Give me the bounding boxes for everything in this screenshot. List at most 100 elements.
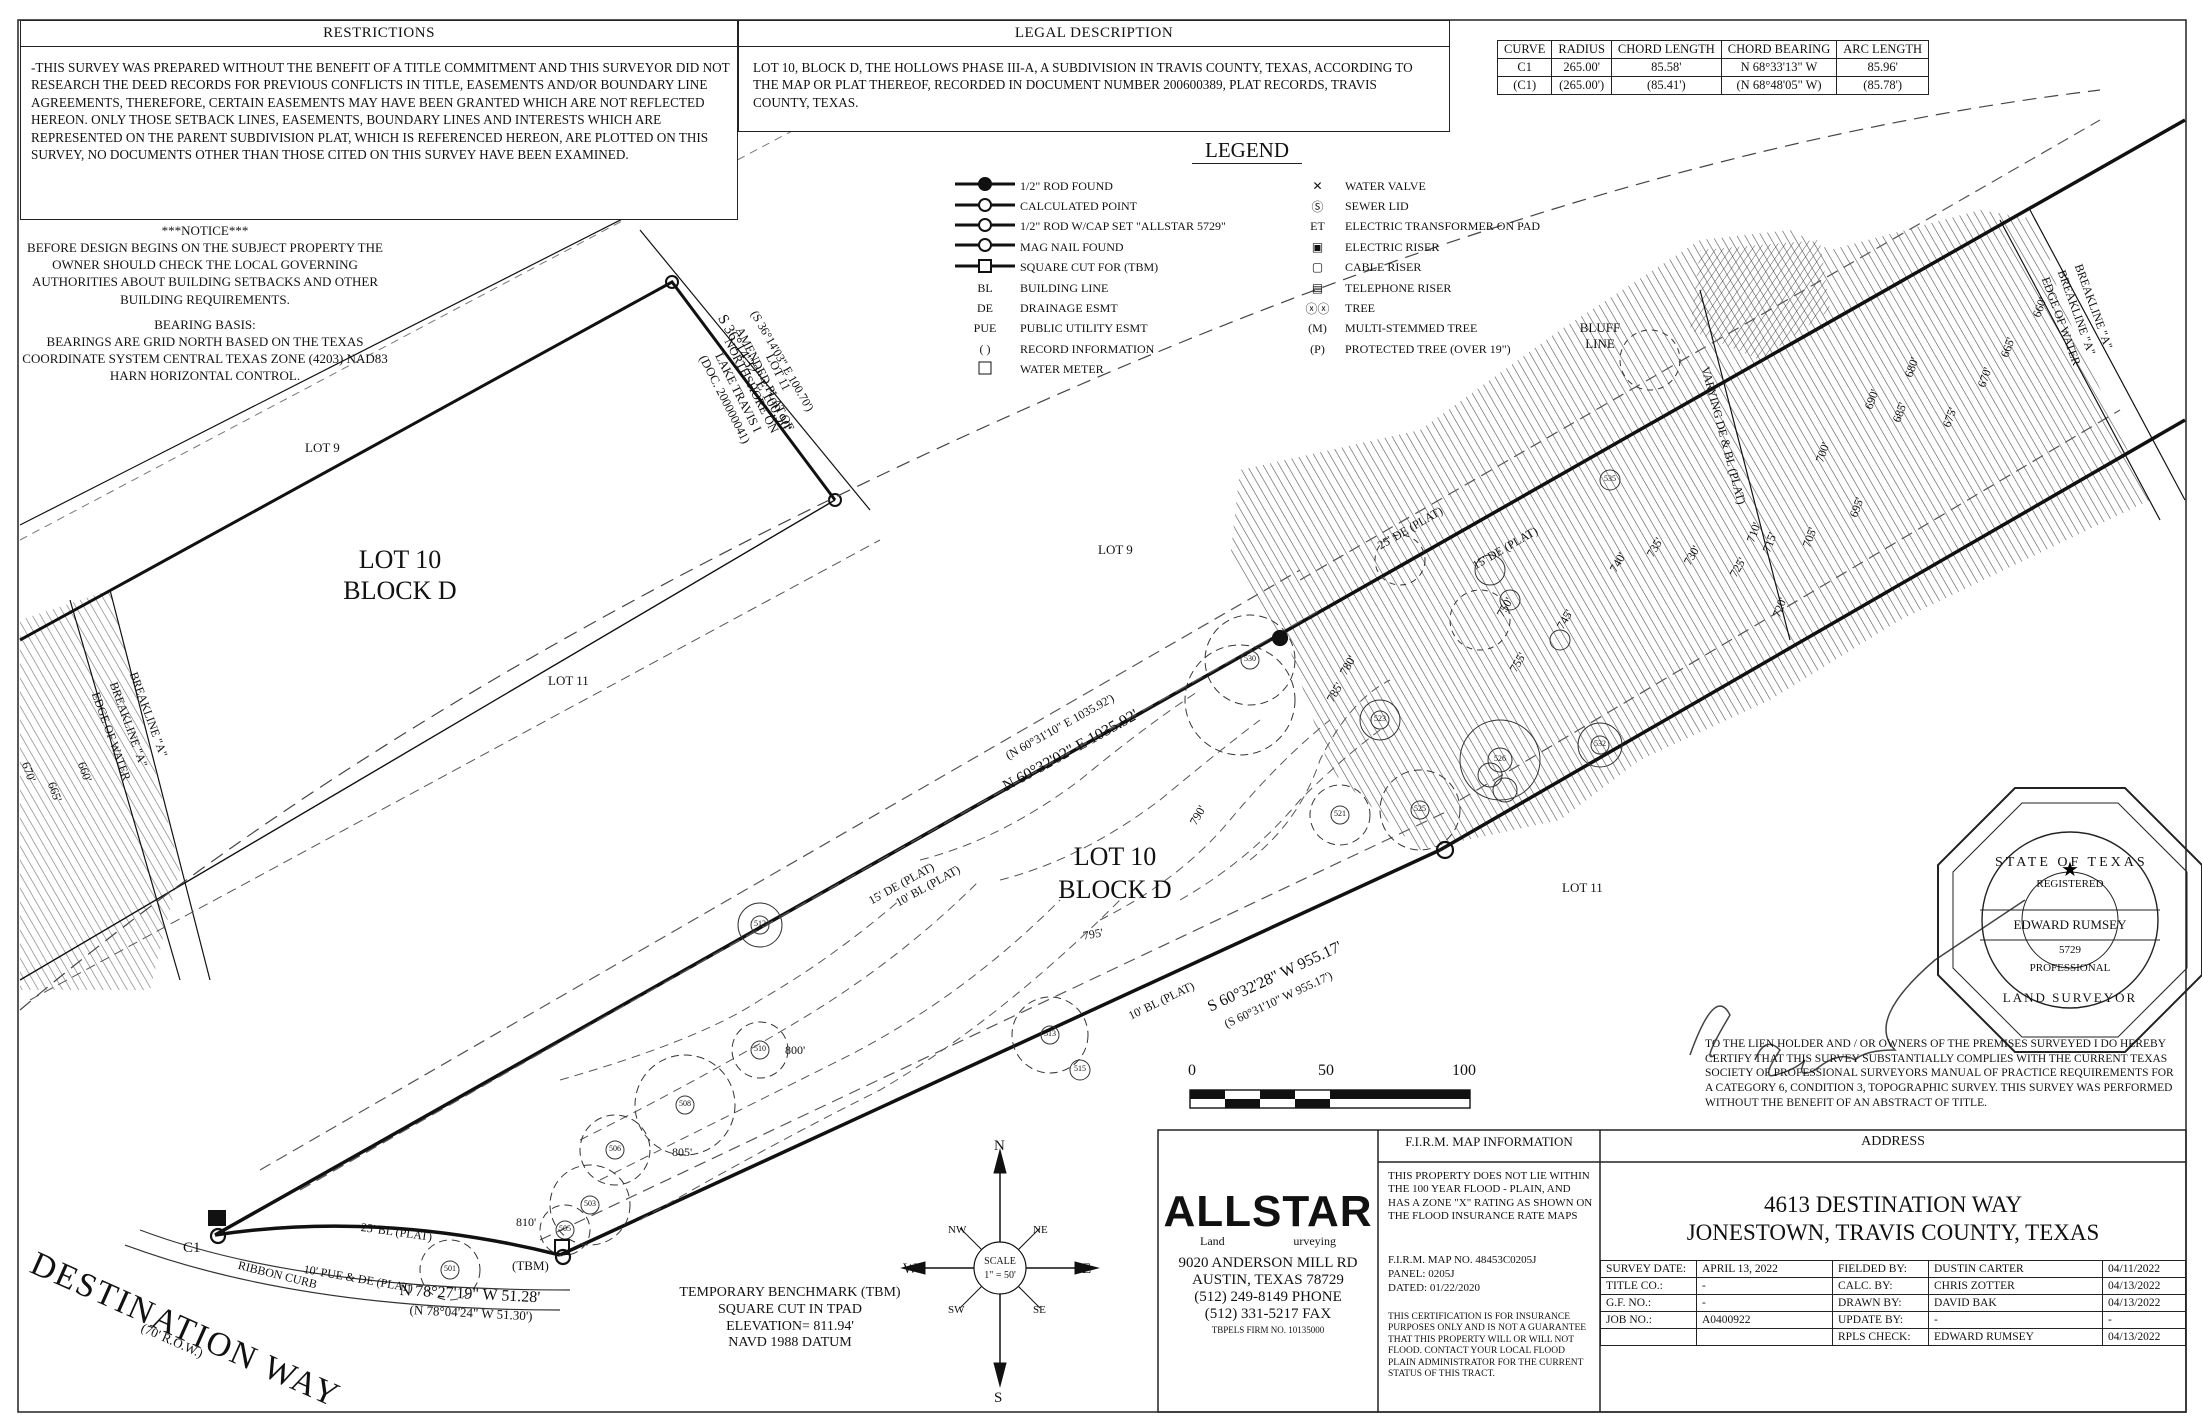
notice-title: ***NOTICE*** bbox=[161, 223, 249, 238]
tbm-note-line: TEMPORARY BENCHMARK (TBM) bbox=[679, 1285, 901, 1300]
legend-symbol: (M) bbox=[1308, 321, 1327, 336]
company-surveying: urveying bbox=[1293, 1234, 1336, 1248]
job-info-cell: CALC. BY: bbox=[1832, 1277, 1929, 1295]
legend-symbol: Ⓢ bbox=[1311, 200, 1324, 215]
curve-header: CHORD BEARING bbox=[1720, 40, 1838, 59]
tbm-note: TEMPORARY BENCHMARK (TBM) SQUARE CUT IN … bbox=[650, 1285, 930, 1352]
job-info-cell: TITLE CO.: bbox=[1600, 1277, 1697, 1295]
seal-number: 5729 bbox=[2059, 944, 2081, 956]
job-info-cell: 04/13/2022 bbox=[2102, 1294, 2186, 1312]
legend-line-symbol bbox=[955, 217, 1015, 232]
seal-land-surveyor: LAND SURVEYOR bbox=[2002, 990, 2138, 1005]
inset-boundary-north bbox=[19, 280, 837, 642]
company-address2: AUSTIN, TEXAS 78729 bbox=[1192, 1272, 1344, 1288]
contour-label: 800' bbox=[785, 1043, 806, 1057]
contour-label: 810' bbox=[516, 1215, 537, 1229]
legend-item: ▢ CABLE RISER bbox=[1290, 258, 1590, 278]
firm-map-no: F.I.R.M. MAP NO. 48453C0205J bbox=[1388, 1254, 1537, 1266]
legal-description-panel: LEGAL DESCRIPTION LOT 10, BLOCK D, THE H… bbox=[738, 20, 1450, 132]
tbm-symbol bbox=[554, 1239, 570, 1255]
curve-cell: (85.78') bbox=[1836, 76, 1930, 95]
job-info-cell: RPLS CHECK: bbox=[1832, 1328, 1929, 1346]
curve-cell: N 68°33'13" W bbox=[1720, 58, 1838, 77]
legend-label: CALCULATED POINT bbox=[1020, 199, 1137, 214]
tree-tag: 535 bbox=[1604, 474, 1616, 483]
legend-label: TREE bbox=[1345, 301, 1375, 316]
tree-tag: 523 bbox=[1374, 714, 1386, 723]
job-info-cell: JOB NO.: bbox=[1600, 1311, 1697, 1329]
legend-item: ( )RECORD INFORMATION bbox=[950, 339, 1280, 359]
tree-tag: 532 bbox=[1594, 739, 1606, 748]
restrictions-title: RESTRICTIONS bbox=[21, 21, 737, 47]
legend-symbol bbox=[950, 217, 1020, 236]
firm-dated: DATED: 01/22/2020 bbox=[1388, 1282, 1480, 1294]
job-info-cell: DRAWN BY: bbox=[1832, 1294, 1929, 1312]
legend-item: 1/2" ROD W/CAP SET "ALLSTAR 5729" bbox=[950, 217, 1280, 237]
bearing-basis-body: BEARINGS ARE GRID NORTH BASED ON THE TEX… bbox=[22, 333, 388, 384]
table-row: (C1) (265.00') (85.41') (N 68°48'05" W) … bbox=[1496, 76, 1930, 95]
tree-tag: 512 bbox=[754, 919, 766, 928]
job-info-cell: 04/13/2022 bbox=[2102, 1328, 2186, 1346]
legend-symbol: ▢ bbox=[1311, 260, 1324, 275]
legend-symbol: (P) bbox=[1310, 341, 1325, 356]
tree-tag: 510 bbox=[754, 1044, 766, 1053]
job-info-cell: SURVEY DATE: bbox=[1600, 1260, 1697, 1278]
job-info-cell: - bbox=[1928, 1311, 2103, 1329]
legend-line-symbol bbox=[955, 177, 1015, 192]
address-line2: JONESTOWN, TRAVIS COUNTY, TEXAS bbox=[1686, 1220, 2100, 1245]
contour-label: 805' bbox=[672, 1145, 693, 1159]
legend-label: SEWER LID bbox=[1345, 199, 1409, 214]
inset-block: BLOCK D bbox=[343, 576, 457, 605]
legend-label: 1/2" ROD FOUND bbox=[1020, 178, 1113, 193]
compass-ne: NE bbox=[1033, 1224, 1048, 1236]
job-info-cell: - bbox=[1696, 1294, 1833, 1312]
firm-panel: PANEL: 0205J bbox=[1388, 1268, 1455, 1280]
compass-se: SE bbox=[1033, 1304, 1046, 1316]
scale-label-100: 100 bbox=[1452, 1062, 1476, 1079]
legend-left-column: 1/2" ROD FOUND CALCULATED POINT 1/2" ROD W… bbox=[950, 176, 1280, 380]
compass-nw: NW bbox=[948, 1224, 967, 1236]
legend-item: ▣ELECTRIC RISER bbox=[1290, 237, 1590, 257]
water-meter-symbol bbox=[208, 1210, 226, 1226]
water-edge-hatch-left bbox=[20, 590, 180, 990]
curve-c1-label: C1 bbox=[183, 1240, 201, 1256]
firm-body: THIS PROPERTY DOES NOT LIE WITHIN THE 10… bbox=[1388, 1170, 1593, 1223]
inset-lot10: LOT 10 bbox=[358, 545, 442, 574]
legend-label: WATER VALVE bbox=[1345, 178, 1426, 193]
legend-label: CABLE RISER bbox=[1345, 260, 1422, 275]
bluff-line-label: BLUFF LINE bbox=[1579, 320, 1621, 351]
address-line1: 4613 DESTINATION WAY bbox=[1763, 1192, 2023, 1217]
tree-tag: 530 bbox=[1244, 654, 1256, 663]
legend-symbol: BL bbox=[977, 280, 993, 295]
lot-line-north bbox=[214, 638, 1271, 1237]
plan-block: BLOCK D bbox=[1058, 875, 1172, 904]
tbm-note-line: ELEVATION= 811.94' bbox=[726, 1318, 854, 1334]
seal-state: STATE OF TEXAS bbox=[1995, 855, 2148, 870]
legend-label: MULTI-STEMMED TREE bbox=[1345, 321, 1478, 336]
compass-w: W bbox=[903, 1261, 918, 1277]
curve-table: CURVE RADIUS CHORD LENGTH CHORD BEARING … bbox=[1496, 40, 1930, 95]
legend-symbol: ▣ bbox=[1311, 239, 1324, 254]
compass-scale: SCALE bbox=[984, 1256, 1016, 1267]
tree-tag: 513 bbox=[1044, 1029, 1056, 1038]
legend-symbol: ET bbox=[1310, 219, 1325, 234]
job-info-cell: A0400922 bbox=[1696, 1311, 1833, 1329]
curve-cell: (85.41') bbox=[1610, 76, 1722, 95]
address-title: ADDRESS bbox=[1861, 1134, 1925, 1149]
legend-symbol: PUE bbox=[973, 321, 997, 336]
certification-statement: TO THE LIEN HOLDER AND / OR OWNERS OF TH… bbox=[1705, 1038, 2174, 1109]
legend-symbol: ( ) bbox=[979, 341, 991, 356]
job-info-cell: 04/13/2022 bbox=[2102, 1277, 2186, 1295]
curve-cell: C1 bbox=[1496, 58, 1553, 77]
legend-label: MAG NAIL FOUND bbox=[1020, 239, 1124, 254]
legend-label: PROTECTED TREE (OVER 19") bbox=[1345, 341, 1511, 356]
curve-cell: 265.00' bbox=[1551, 58, 1612, 77]
legend-label: WATER METER bbox=[1020, 362, 1104, 377]
legal-body: LOT 10, BLOCK D, THE HOLLOWS PHASE III-A… bbox=[753, 60, 1413, 110]
